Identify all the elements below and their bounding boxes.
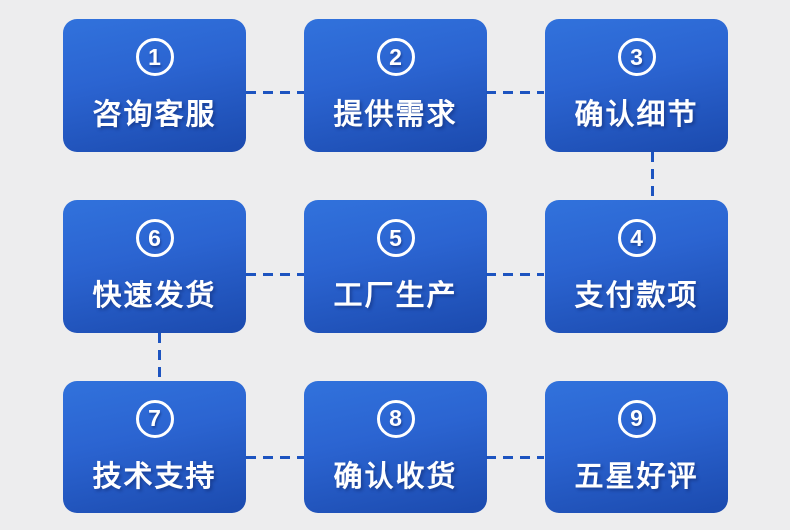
connector-4-5-dashed-line — [486, 273, 544, 276]
step-label: 支付款项 — [574, 280, 699, 312]
step-number-badge: 9 — [617, 399, 656, 438]
step-card-9: 9 五星好评 — [545, 381, 728, 513]
step-number-badge: 4 — [617, 219, 656, 257]
step-number-badge: 7 — [135, 399, 174, 438]
step-card-5: 5 工厂生产 — [304, 200, 487, 333]
step-number-badge: 5 — [376, 219, 415, 257]
connector-6-7-dashed-line — [158, 333, 161, 381]
connector-8-9-dashed-line — [486, 456, 544, 459]
step-number-badge: 8 — [376, 399, 415, 438]
step-card-4: 4 支付款项 — [545, 200, 728, 333]
connector-3-4-dashed-line — [651, 152, 654, 200]
connector-1-2-dashed-line — [246, 91, 304, 94]
step-card-1: 1 咨询客服 — [63, 19, 246, 152]
step-card-7: 7 技术支持 — [63, 381, 246, 513]
step-number-badge: 3 — [617, 38, 656, 76]
step-number-badge: 6 — [135, 219, 174, 257]
step-label: 咨询客服 — [92, 99, 217, 131]
step-card-6: 6 快速发货 — [63, 200, 246, 333]
step-card-3: 3 确认细节 — [545, 19, 728, 152]
step-label: 技术支持 — [92, 460, 217, 493]
connector-5-6-dashed-line — [246, 273, 304, 276]
step-card-2: 2 提供需求 — [304, 19, 487, 152]
step-label: 确认收货 — [333, 460, 458, 493]
step-card-8: 8 确认收货 — [304, 381, 487, 513]
step-number-badge: 1 — [135, 38, 174, 76]
step-label: 快速发货 — [92, 280, 217, 312]
step-label: 工厂生产 — [333, 280, 458, 312]
step-label: 五星好评 — [574, 460, 699, 493]
connector-7-8-dashed-line — [246, 456, 304, 459]
step-number-badge: 2 — [376, 38, 415, 76]
step-label: 提供需求 — [333, 99, 458, 131]
connector-2-3-dashed-line — [486, 91, 544, 94]
step-label: 确认细节 — [574, 99, 699, 131]
steps-grid: 1 咨询客服 2 提供需求 3 确认细节 6 快速发货 5 工厂生产 4 支付款… — [63, 19, 728, 513]
